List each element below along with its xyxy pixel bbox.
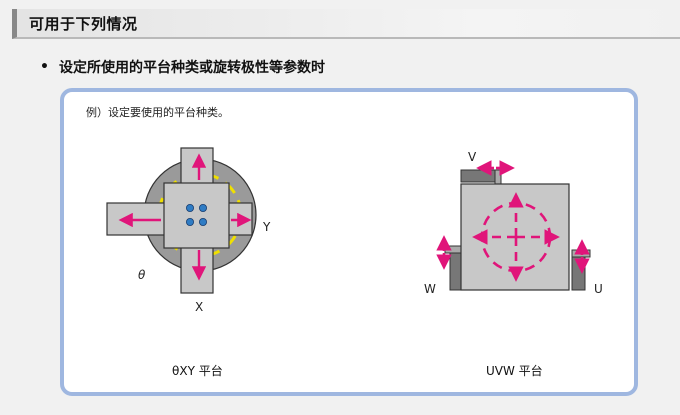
mount-hole [186,218,195,227]
mount-hole [198,204,207,213]
bullet-text: 设定所使用的平台种类或旋转极性等参数时 [58,60,325,76]
stage-diagrams: Y X θ [106,147,603,314]
y-axis-label: Y [262,220,271,234]
x-axis-label: X [195,300,203,314]
theta-xy-stage-caption: θXY 平台 [172,364,223,378]
uvw-stage-illustration: V W U [424,150,603,296]
uvw-stage-caption: UVW 平台 [486,364,543,378]
section-header: 可用于下列情况 [12,9,680,39]
mount-hole [186,204,195,213]
theta-label: θ [138,268,146,282]
w-axis-label: W [424,282,436,296]
mount-hole [198,218,207,227]
theta-xy-stage-illustration: Y X θ [106,147,271,314]
v-actuator [460,169,498,183]
u-axis-label: U [594,282,603,296]
section-title: 可用于下列情况 [29,15,138,33]
center-table [163,182,230,249]
bullet-item: • 设定所使用的平台种类或旋转极性等参数时 [40,57,325,77]
example-panel: 例）设定要使用的平台种类。 [60,88,638,396]
example-note: 例）设定要使用的平台种类。 [86,106,229,119]
v-axis-label: V [468,150,477,164]
bullet-marker: • [40,59,49,75]
